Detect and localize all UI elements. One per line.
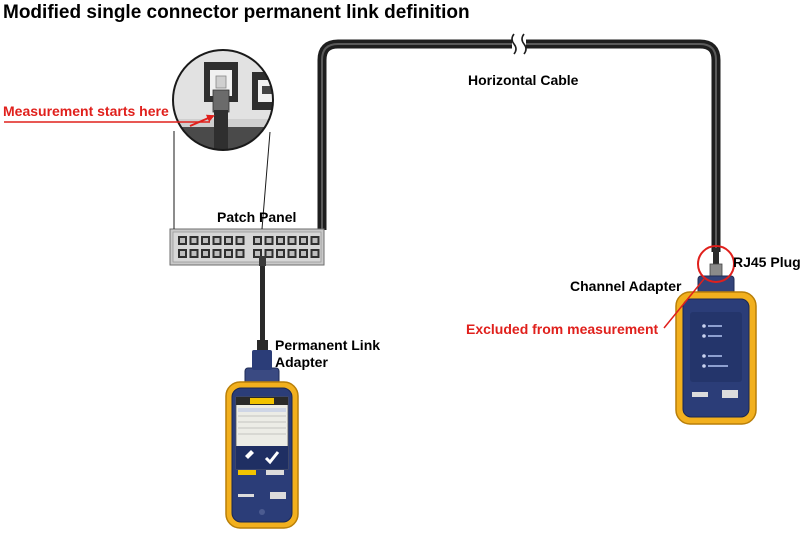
horizontal-cable — [317, 33, 721, 252]
patch-panel-port-inner — [237, 251, 243, 256]
patch-panel-port-inner — [237, 238, 243, 243]
patch-panel-label: Patch Panel — [217, 209, 297, 225]
patch-panel-port-inner — [180, 238, 185, 243]
patch-panel-port-inner — [312, 251, 318, 256]
patch-panel-port-inner — [255, 238, 260, 243]
rj45-plug-highlight — [697, 245, 735, 283]
patch-panel-port-inner — [203, 238, 208, 243]
patch-panel-port-inner — [191, 238, 197, 243]
jack-closeup-magnifier-icon — [172, 49, 274, 230]
patch-panel-port-inner — [266, 251, 272, 256]
excluded-pointer-line — [663, 278, 705, 329]
cable-tester-remote-unit-icon — [675, 248, 757, 425]
patch-panel-port-inner — [278, 251, 283, 256]
excluded-label: Excluded from measurement — [466, 321, 659, 337]
cable-break-mark — [511, 33, 527, 55]
measurement-start-arrow — [4, 114, 215, 127]
patch-panel-port-inner — [214, 251, 220, 256]
patch-cord — [257, 256, 268, 352]
patch-panel-ports — [178, 236, 320, 258]
patch-panel-port-inner — [214, 238, 220, 243]
patch-panel-port-inner — [191, 251, 197, 256]
horizontal-cable-label: Horizontal Cable — [468, 72, 579, 88]
patch-panel-port-inner — [278, 238, 283, 243]
patch-panel-port-inner — [289, 251, 295, 256]
patch-panel-port-inner — [289, 238, 295, 243]
patch-panel-port-inner — [180, 251, 185, 256]
patch-panel-port-inner — [226, 238, 231, 243]
patch-panel-port-inner — [301, 238, 306, 243]
patch-panel-icon — [169, 228, 325, 266]
patch-panel-port-inner — [226, 251, 231, 256]
patch-panel-port-inner — [312, 238, 318, 243]
patch-panel-port-inner — [266, 238, 272, 243]
cable-tester-main-unit-icon — [225, 350, 299, 529]
measurement-start-label: Measurement starts here — [3, 103, 169, 119]
page-title: Modified single connector permanent link… — [3, 2, 470, 23]
permanent-link-adapter-label-line2: Adapter — [275, 354, 328, 370]
channel-adapter-label: Channel Adapter — [570, 278, 682, 294]
permanent-link-adapter-label-line1: Permanent Link — [275, 337, 381, 353]
patch-panel-port-inner — [255, 251, 260, 256]
permanent-link-adapter-label: Permanent Link Adapter — [275, 337, 380, 371]
rj45-plug-label: RJ45 Plug — [733, 254, 800, 270]
patch-panel-port-inner — [203, 251, 208, 256]
patch-panel-port-inner — [301, 251, 306, 256]
